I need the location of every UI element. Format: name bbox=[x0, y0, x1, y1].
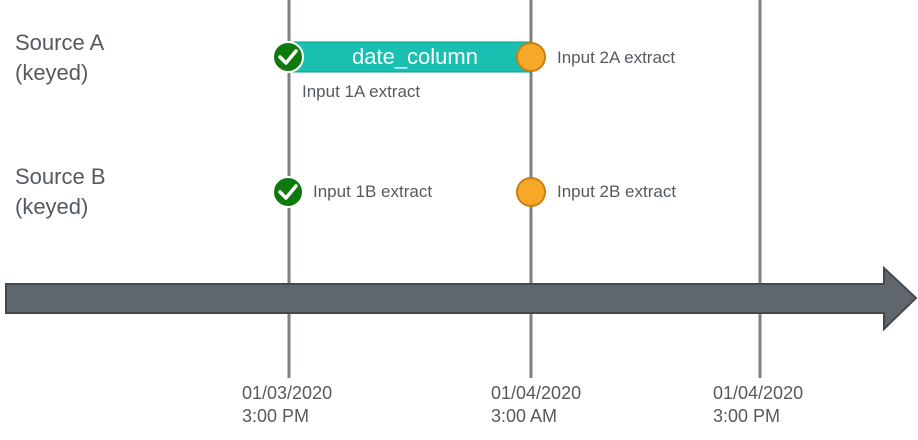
input-2b-label: Input 2B extract bbox=[557, 182, 677, 201]
input-1a-check-circle-icon bbox=[272, 41, 304, 73]
input-1a-label: Input 1A extract bbox=[302, 82, 421, 101]
input-1b-check-circle-icon bbox=[272, 176, 304, 208]
source-a-name: Source A bbox=[15, 30, 105, 55]
input-1b-label: Input 1B extract bbox=[313, 182, 433, 201]
time-label-t2: 01/04/2020 3:00 AM bbox=[491, 382, 581, 428]
source-a-label: Source A (keyed) bbox=[15, 28, 104, 88]
time-t3-time: 3:00 PM bbox=[713, 406, 781, 426]
input-2b-circle-icon bbox=[516, 177, 546, 207]
time-t2-date: 01/04/2020 bbox=[491, 383, 582, 403]
time-t1-time: 3:00 PM bbox=[242, 406, 310, 426]
source-b-keyed: (keyed) bbox=[15, 194, 89, 219]
input-2a-circle-icon bbox=[516, 42, 546, 72]
timeline-arrow bbox=[5, 265, 918, 332]
time-label-t1: 01/03/2020 3:00 PM bbox=[242, 382, 332, 428]
date-column-range-bar bbox=[288, 41, 532, 73]
time-t1-date: 01/03/2020 bbox=[242, 383, 333, 403]
date-column-label: date_column bbox=[352, 44, 478, 69]
time-t2-time: 3:00 AM bbox=[491, 406, 558, 426]
source-b-label: Source B (keyed) bbox=[15, 162, 106, 222]
input-2a-label: Input 2A extract bbox=[557, 48, 676, 67]
time-t3-date: 01/04/2020 bbox=[713, 383, 804, 403]
source-b-name: Source B bbox=[15, 164, 106, 189]
time-label-t3: 01/04/2020 3:00 PM bbox=[713, 382, 803, 428]
source-a-keyed: (keyed) bbox=[15, 60, 89, 85]
